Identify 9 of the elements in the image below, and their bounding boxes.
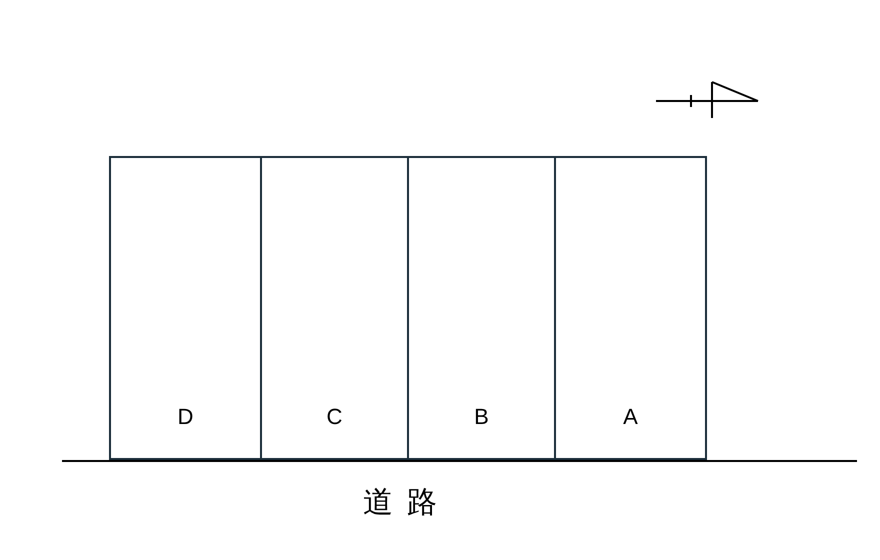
lot-plot: [109, 156, 262, 460]
lot-plot: [260, 156, 409, 460]
lot-letter: B: [473, 404, 490, 430]
lot-plot: [554, 156, 707, 460]
lot-letter: C: [326, 404, 344, 430]
lot-plot: [407, 156, 556, 460]
road-label: 道路: [362, 485, 452, 521]
lot-letter: D: [176, 404, 194, 430]
lot-letter: A: [622, 404, 639, 430]
